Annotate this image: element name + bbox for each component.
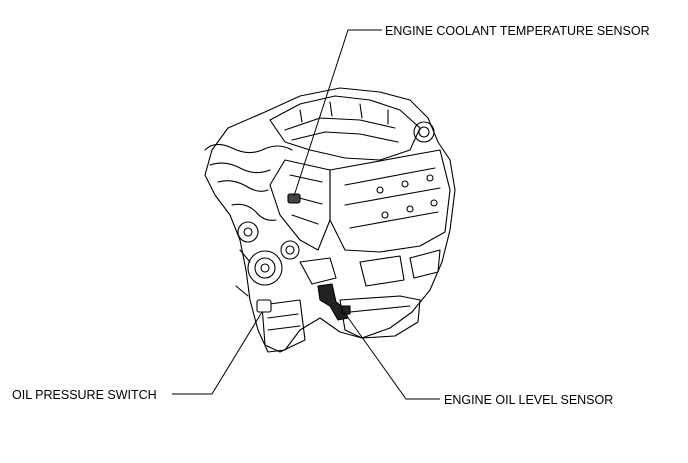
leader-oil-pressure: [172, 311, 263, 395]
oil-level-sensor: [317, 283, 349, 321]
leader-oil-level: [343, 311, 440, 400]
oil-filter-housing: [261, 299, 306, 353]
oil-pan: [339, 295, 421, 339]
cylinder-head-left: [269, 159, 331, 251]
oil-pressure-switch: [256, 299, 272, 313]
cylinder-head-right: [329, 149, 451, 253]
crank-pulley: [247, 250, 283, 286]
engine-outline: [204, 87, 456, 353]
hose-left: [204, 143, 293, 154]
alternator: [237, 221, 259, 243]
coolant-sensor-label: ENGINE COOLANT TEMPERATURE SENSOR: [385, 24, 650, 38]
intake-manifold: [269, 95, 421, 161]
leader-coolant: [293, 29, 382, 197]
throttle-body: [413, 121, 435, 143]
coolant-temp-sensor: [287, 193, 301, 204]
oil-level-sensor-label: ENGINE OIL LEVEL SENSOR: [444, 393, 614, 407]
idler-pulley: [280, 240, 300, 260]
oil-pressure-switch-label: OIL PRESSURE SWITCH: [12, 388, 157, 402]
